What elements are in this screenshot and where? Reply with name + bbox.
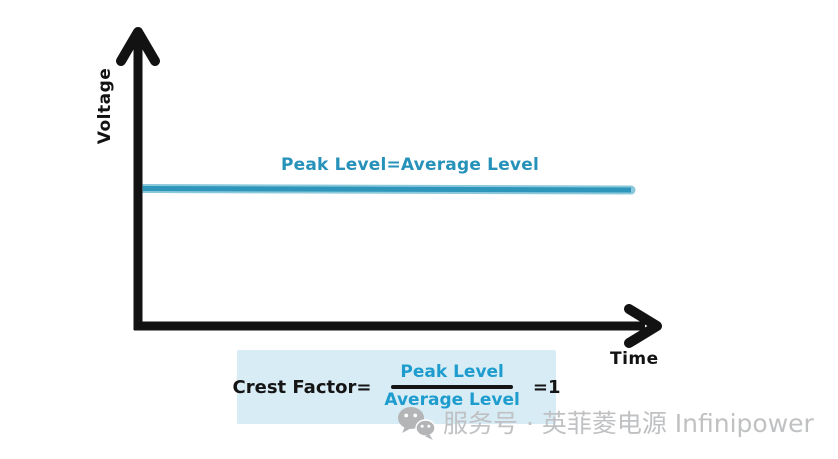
signal-line	[142, 186, 632, 193]
formula-prefix: Crest Factor=	[232, 376, 372, 398]
formula-result: =1	[532, 376, 561, 398]
y-axis-arrowhead	[116, 27, 160, 66]
formula-denominator: Average Level	[384, 390, 520, 410]
x-axis-label: Time	[610, 349, 659, 369]
formula-numerator: Peak Level	[400, 362, 504, 383]
x-axis-arrowhead	[624, 304, 662, 348]
watermark: 服务号 · 英菲菱电源 Infinipower	[396, 403, 814, 441]
wechat-icon	[398, 407, 436, 440]
watermark-text: 服务号 · 英菲菱电源 Infinipower	[443, 409, 814, 438]
y-axis-label: Voltage	[95, 67, 115, 145]
signal-line-annotation: Peak Level=Average Level	[281, 155, 539, 175]
crest-factor-formula-box: Crest Factor= Peak Level Average Level =…	[233, 350, 560, 424]
fraction-bar	[391, 385, 514, 389]
formula-fraction: Peak Level Average Level	[384, 362, 520, 410]
